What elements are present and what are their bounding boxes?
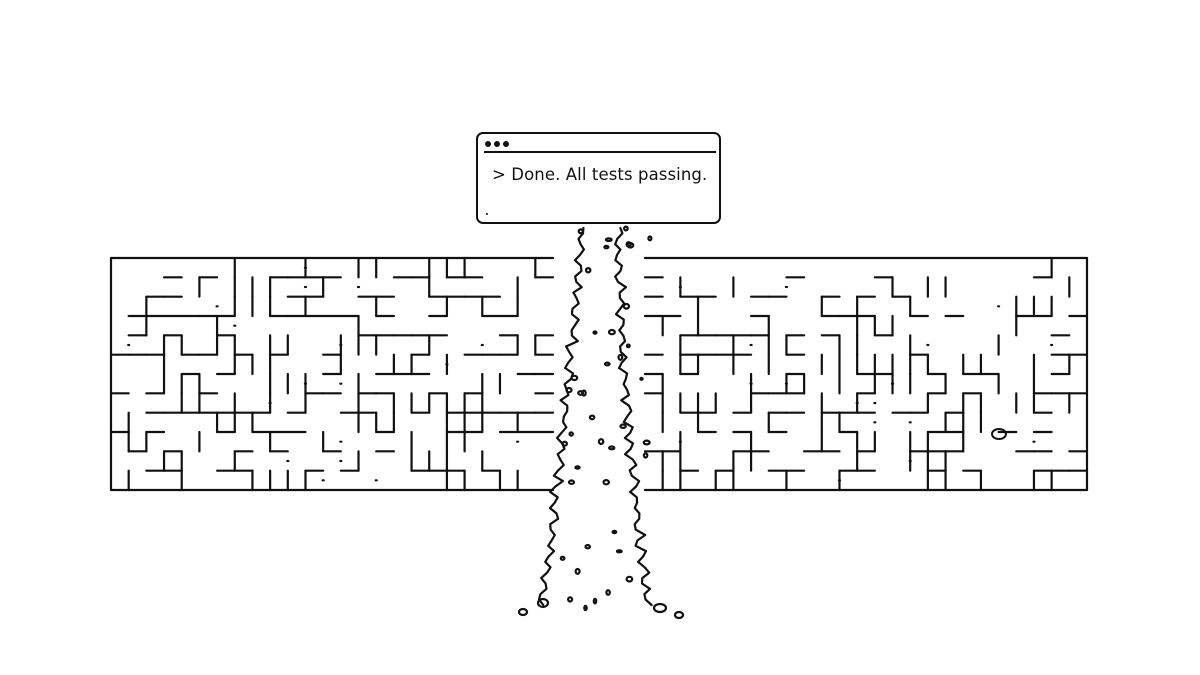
debris-fragment: [574, 567, 581, 575]
debris-fragment: [603, 361, 611, 367]
terminal-output: > Done. All tests passing.: [492, 165, 708, 184]
debris-fragment: [642, 439, 651, 446]
debris-fragment: [642, 452, 649, 459]
debris-fragment: [583, 604, 588, 612]
maze-left-half: [109, 256, 555, 492]
title-bar-divider: [484, 151, 716, 153]
debris-fragment: [592, 597, 598, 605]
crack-edge: [614, 226, 653, 607]
debris-fragment: [584, 267, 592, 274]
debris-fragment: [619, 423, 627, 430]
debris-fragment: [625, 343, 631, 349]
debris-fragment: [559, 555, 566, 561]
debris-fragment: [568, 431, 575, 437]
debris-fragment: [603, 244, 610, 250]
pebble: [652, 602, 668, 614]
debris-fragment: [570, 374, 579, 382]
debris-fragment: [592, 330, 598, 335]
debris-fragment: [622, 302, 631, 310]
debris-fragment: [597, 438, 605, 446]
pebble: [536, 597, 550, 609]
debris-fragment: [604, 237, 613, 243]
debris-fragment: [581, 389, 587, 397]
debris-fragment: [639, 376, 644, 381]
debris-fragment: [647, 235, 653, 242]
debris-fragment: [617, 353, 624, 361]
debris-fragment: [561, 440, 569, 447]
debris-fragment: [623, 225, 629, 232]
maze-marker: [991, 428, 1007, 440]
crack-through-maze: [517, 225, 685, 620]
debris-fragment: [615, 549, 623, 554]
maze-right-half: [643, 256, 1089, 492]
cursor-icon: [486, 213, 488, 215]
debris-fragment: [574, 465, 581, 470]
window-controls-icon: [485, 141, 509, 149]
window-dot: [503, 141, 509, 147]
debris-fragment: [588, 414, 596, 421]
debris-fragment: [605, 589, 611, 596]
window-dot: [494, 141, 500, 147]
debris-fragment: [608, 445, 616, 451]
debris-fragment: [607, 328, 616, 336]
debris-fragment: [626, 242, 635, 249]
debris-fragment: [625, 575, 634, 583]
pebble: [517, 607, 529, 617]
pebble: [673, 610, 685, 620]
debris-fragment: [577, 228, 585, 235]
terminal-window: > Done. All tests passing.: [476, 132, 721, 224]
debris-fragment: [566, 596, 574, 603]
debris-fragment: [565, 386, 573, 394]
crack-edge: [537, 226, 585, 607]
debris-fragment: [584, 544, 592, 550]
debris-fragment: [611, 529, 618, 535]
window-dot: [485, 141, 491, 147]
debris-fragment: [567, 479, 576, 486]
debris-fragment: [602, 479, 611, 486]
